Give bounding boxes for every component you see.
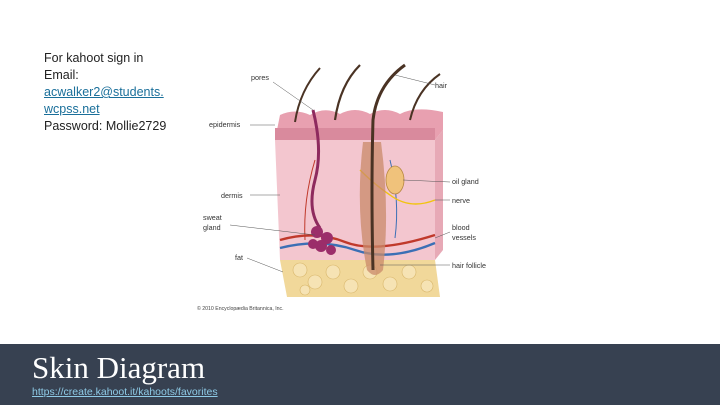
vein — [279, 241, 436, 256]
label-leaders — [229, 74, 451, 273]
epidermis-band — [275, 128, 435, 140]
hair-shaft — [370, 63, 406, 271]
kahoot-signin-note: For kahoot sign in Email: acwalker2@stud… — [44, 50, 194, 135]
label-sweat-gland-1: sweat — [203, 213, 222, 222]
credit-text: © 2010 Encyclopædia Britannica, Inc. — [197, 305, 284, 312]
label-dermis: dermis — [221, 191, 243, 200]
label-oil-gland: oil gland — [452, 177, 479, 186]
label-hair: hair — [435, 81, 448, 90]
label-epidermis: epidermis — [209, 120, 241, 129]
footer-bar: Skin Diagram https://create.kahoot.it/ka… — [0, 344, 720, 405]
hair-shaft-2 — [333, 64, 361, 121]
hair-shaft-4 — [409, 73, 441, 121]
oil-gland-shape — [385, 165, 405, 195]
label-sweat-gland-2: gland — [203, 223, 221, 232]
note-line-2: Email: — [44, 68, 79, 82]
dermis-side — [435, 130, 443, 260]
skin-diagram: pores hair epidermis dermis sweat gland … — [197, 63, 486, 312]
capillary — [304, 159, 316, 241]
label-pores: pores — [251, 73, 269, 82]
sweat-duct — [310, 109, 322, 229]
label-fat: fat — [235, 253, 243, 262]
label-hair-follicle: hair follicle — [452, 261, 486, 270]
password-text: Password: Mollie2729 — [44, 119, 167, 133]
label-blood-vessels-1: blood — [452, 223, 470, 232]
email-link[interactable]: acwalker2@students.wcpss.net — [44, 85, 164, 116]
kahoot-favorites-link[interactable]: https://create.kahoot.it/kahoots/favorit… — [32, 386, 218, 398]
fat-layer — [280, 260, 440, 297]
note-line-1: For kahoot sign in — [44, 51, 144, 65]
artery — [279, 233, 436, 248]
label-nerve: nerve — [452, 196, 470, 205]
hair-shaft-3 — [294, 67, 321, 123]
slide-title: Skin Diagram — [32, 350, 206, 385]
label-blood-vessels-2: vessels — [452, 233, 476, 242]
